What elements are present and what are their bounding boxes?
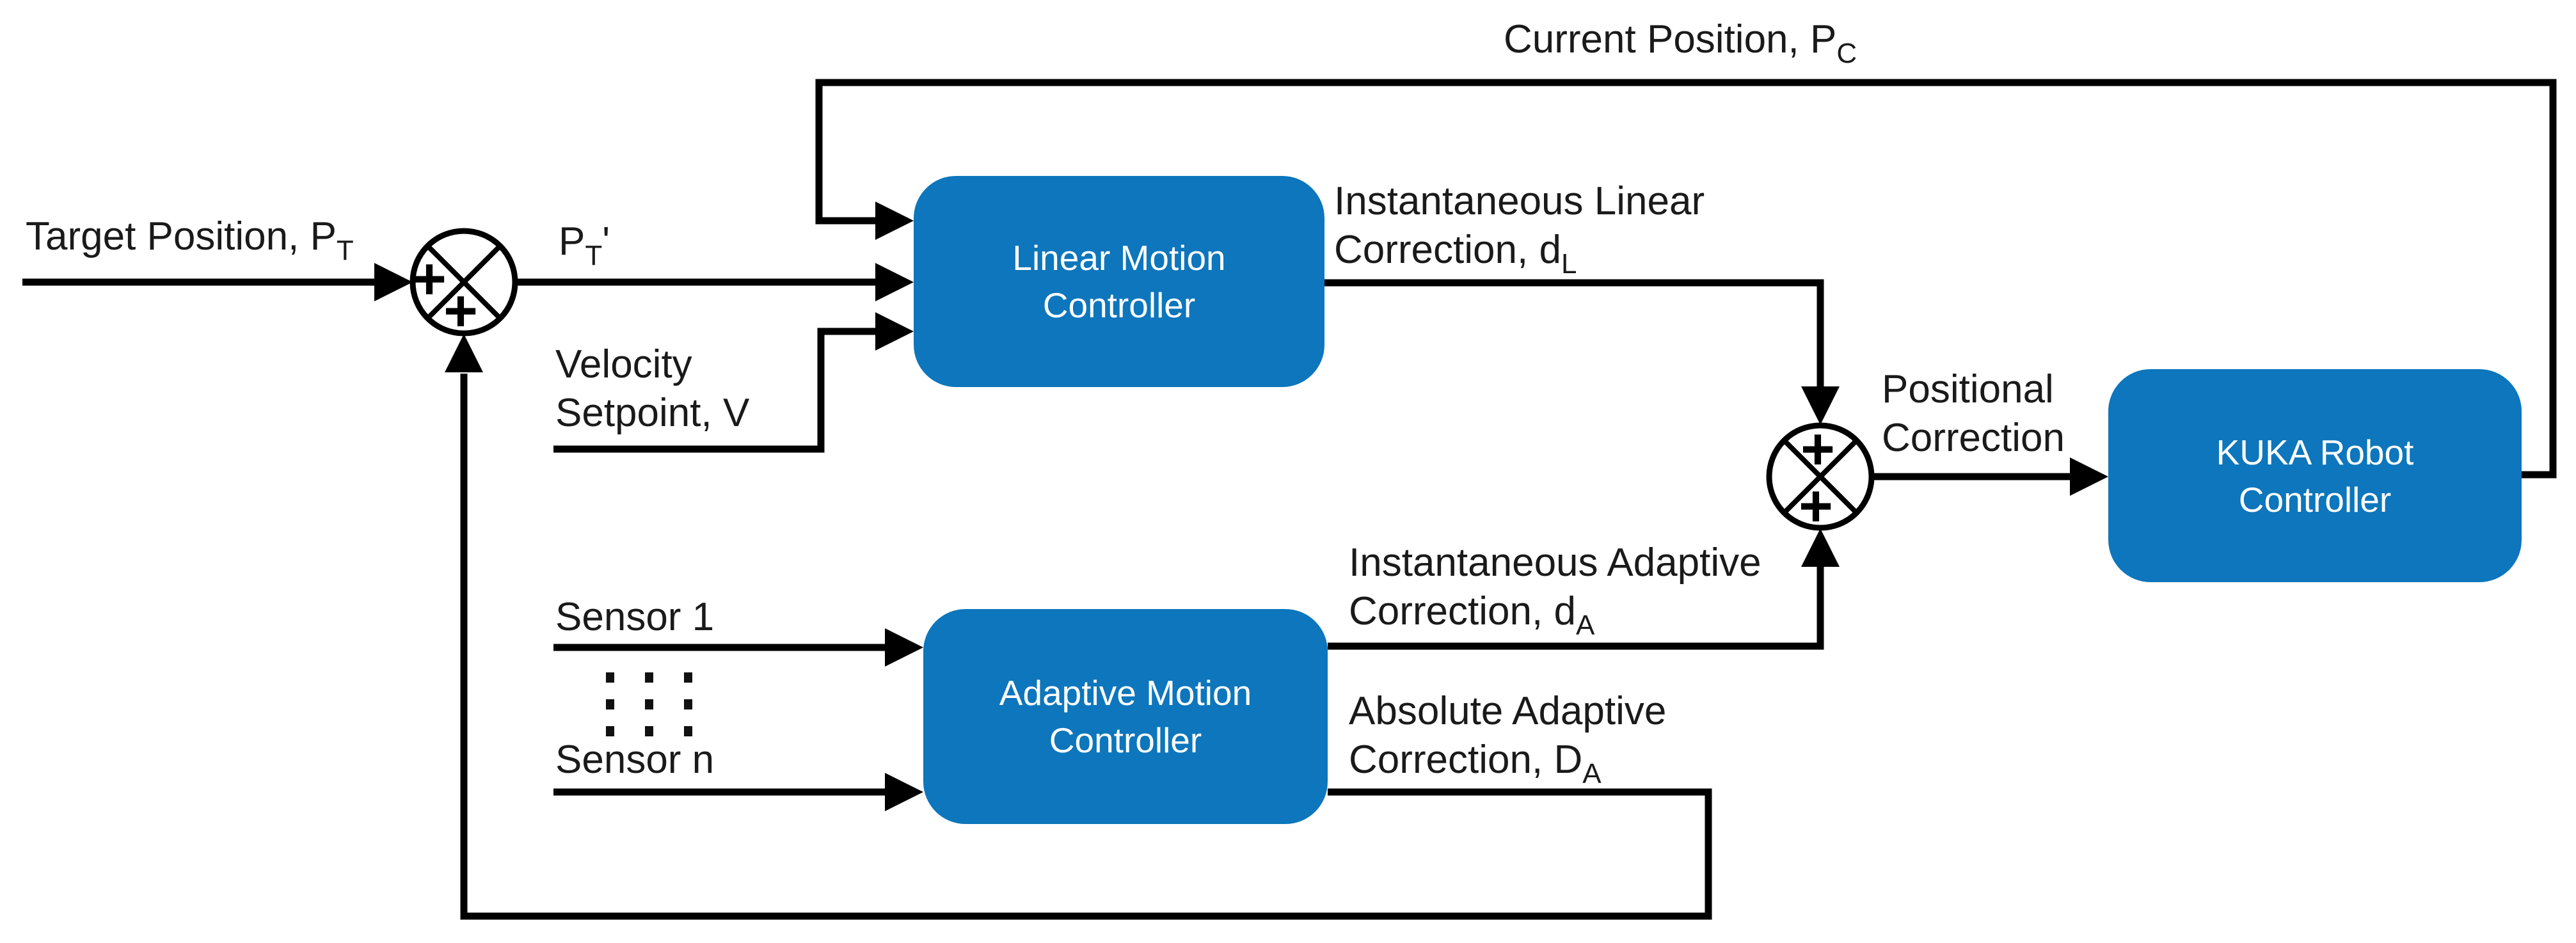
wire-velocity-setpoint xyxy=(553,328,878,453)
junction2-plus-bottom: + xyxy=(1799,473,1833,539)
block-label-line: Controller xyxy=(1042,285,1196,325)
ellipsis-dot xyxy=(684,699,692,709)
junction2-plus-top: + xyxy=(1801,416,1835,482)
label-pt-prime: PT' xyxy=(559,218,610,280)
label-positional-correction: Positional Correction xyxy=(1882,365,2065,463)
ellipsis-dot xyxy=(645,699,653,709)
label-prime-mark: ' xyxy=(602,219,610,264)
block-label-line: Linear Motion xyxy=(1012,238,1226,278)
label-text: Positional xyxy=(1882,367,2054,411)
ellipsis-dot xyxy=(684,672,692,683)
ellipsis-dot xyxy=(645,672,653,683)
arrowhead-into-kuka xyxy=(2070,457,2108,496)
ellipsis-dot xyxy=(606,699,614,709)
label-text: Velocity xyxy=(555,342,692,386)
label-text: P xyxy=(559,219,585,264)
label-text: Correction, dL xyxy=(1334,228,1577,280)
arrowhead-linear-velocity-input xyxy=(875,312,914,351)
linear-motion-controller-block: Linear Motion Controller xyxy=(914,176,1324,387)
arrowhead-linear-mid-input xyxy=(875,263,914,301)
signal-wires xyxy=(22,79,2557,920)
label-text: Instantaneous Linear xyxy=(1334,179,1705,223)
label-text: Current Position, P xyxy=(1504,17,1837,61)
label-text: Correction, dA xyxy=(1349,589,1595,641)
ellipsis-dot xyxy=(645,726,653,736)
label-text: Sensor 1 xyxy=(555,595,715,639)
junction1-plus-bottom: + xyxy=(443,278,478,344)
label-text: Sensor n xyxy=(555,738,715,782)
block-label-line: Adaptive Motion xyxy=(999,673,1252,713)
junction2-x-line xyxy=(1782,438,1859,515)
label-text: Instantaneous Adaptive xyxy=(1349,541,1761,585)
ellipsis-dot xyxy=(606,672,614,683)
wire-current-position-feedback xyxy=(815,79,2557,479)
label-subscript: A xyxy=(1575,610,1595,641)
arrowhead-linear-top-input xyxy=(875,202,914,240)
label-instantaneous-adaptive: Instantaneous Adaptive Correction, dA xyxy=(1349,539,1761,650)
label-text: Setpoint, V xyxy=(555,391,750,435)
label-subscript: C xyxy=(1836,38,1857,69)
arrowhead-into-junction1 xyxy=(374,263,413,301)
label-current-position: Current Position, PC xyxy=(1504,15,1857,78)
ellipsis-dot xyxy=(684,726,692,736)
junction1-plus-left: + xyxy=(412,246,447,312)
arrowhead-sensor1-input xyxy=(885,628,923,667)
label-absolute-adaptive: Absolute Adaptive Correction, DA xyxy=(1349,687,1666,798)
block-label-line: Controller xyxy=(2238,479,2392,519)
arrowhead-junction1-bottom xyxy=(445,334,483,372)
wire-instantaneous-linear xyxy=(1324,279,1824,388)
label-target-position: Target Position, PT xyxy=(26,212,354,275)
label-text: Correction, DA xyxy=(1349,738,1602,789)
arrowhead-into-junction2-bottom xyxy=(1801,528,1840,567)
arrowhead-sensorn-input xyxy=(885,773,923,811)
junction1-x-line xyxy=(425,244,502,321)
adaptive-motion-controller-block: Adaptive Motion Controller xyxy=(923,609,1328,824)
arrowhead-into-junction2-top xyxy=(1801,386,1840,425)
label-sensor-n: Sensor n xyxy=(555,736,714,784)
label-subscript: T xyxy=(336,235,354,266)
wire-instantaneous-adaptive xyxy=(1328,566,1824,650)
wire-absolute-adaptive-feedback xyxy=(460,374,1712,920)
label-text: Absolute Adaptive xyxy=(1349,689,1667,733)
summing-junction-1: + + xyxy=(409,228,518,344)
label-velocity-setpoint: Velocity Setpoint, V xyxy=(555,340,749,438)
sensor-ellipsis-dots xyxy=(606,672,692,736)
label-sensor-1: Sensor 1 xyxy=(555,593,714,642)
label-subscript: L xyxy=(1561,248,1577,280)
arrowheads xyxy=(374,202,2108,811)
label-text: Target Position, P xyxy=(26,214,337,258)
label-subscript: A xyxy=(1582,758,1602,789)
kuka-robot-controller-block: KUKA Robot Controller xyxy=(2108,369,2522,582)
summing-junction-2: + + xyxy=(1766,416,1875,539)
ellipsis-dot xyxy=(606,726,614,736)
label-subscript: T xyxy=(585,240,603,271)
label-text: Correction xyxy=(1882,416,2065,460)
block-label-line: KUKA Robot xyxy=(2216,432,2414,472)
label-instantaneous-linear: Instantaneous Linear Correction, dL xyxy=(1334,177,1705,289)
block-label-line: Controller xyxy=(1049,720,1202,760)
